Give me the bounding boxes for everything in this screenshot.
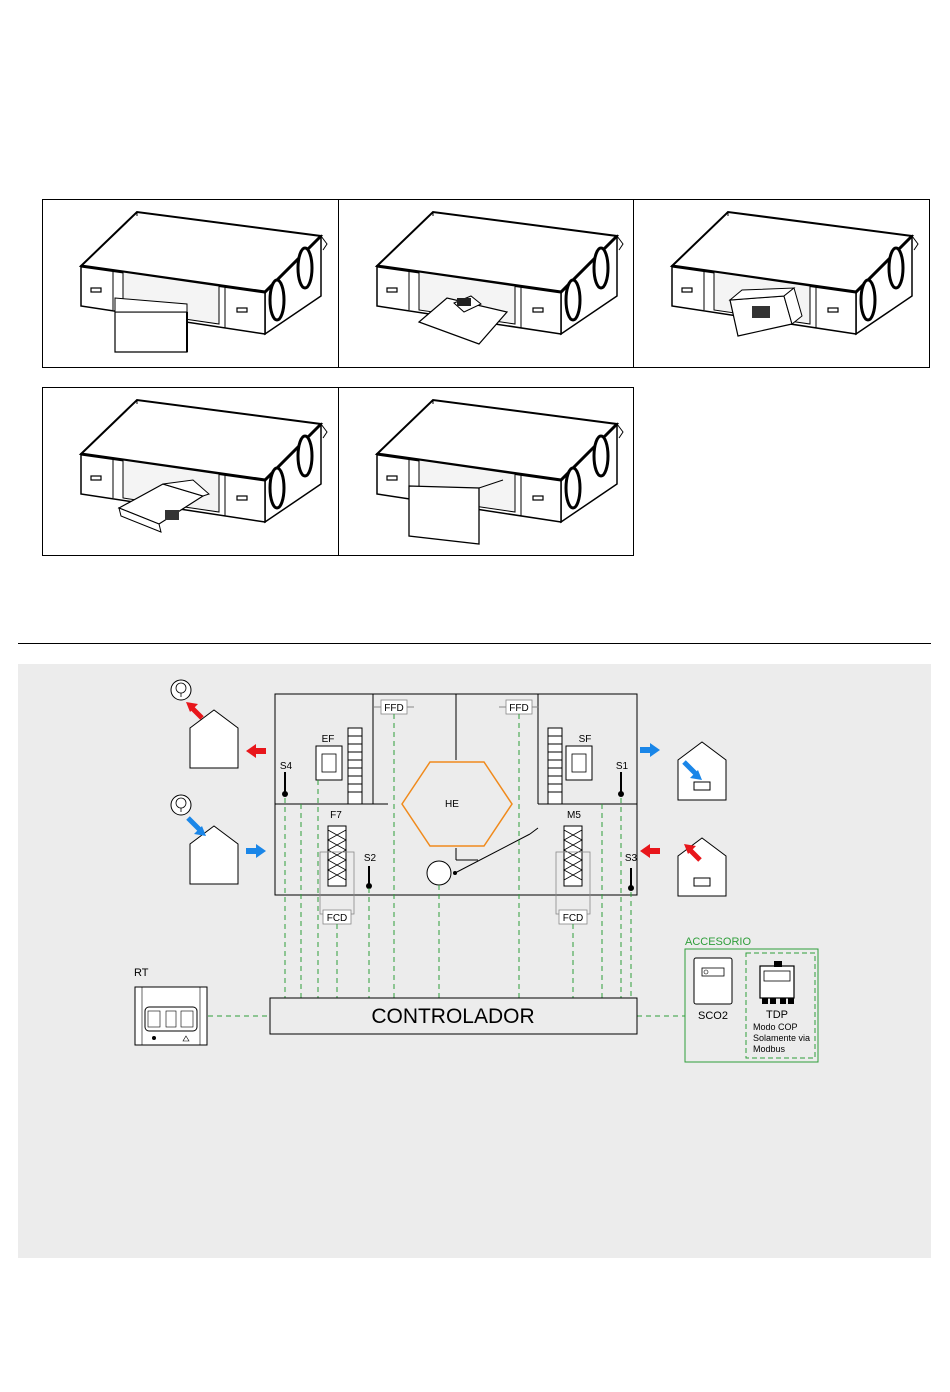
unit-drawing-door-closed	[339, 388, 634, 556]
open-door	[115, 298, 187, 352]
unit-drawing-unit-tilted	[634, 200, 930, 368]
tdp-note-line-2: Solamente via	[753, 1033, 810, 1043]
unit-drawing-unit-lowered	[339, 200, 634, 368]
section-divider	[18, 643, 931, 644]
exhaust-arrow-diagonal	[186, 702, 202, 718]
unit-drawing-unit-down	[43, 388, 339, 556]
sco2-sensor	[694, 958, 732, 1004]
sf-label: SF	[579, 734, 592, 745]
bypass-damper	[427, 861, 451, 885]
tdp-note-line-3: Modbus	[753, 1044, 786, 1054]
sco2-label: SCO2	[698, 1010, 728, 1022]
fcd-left-label: FCD	[327, 913, 348, 924]
tdp-module	[760, 961, 794, 1004]
ventilation-schematic: HE EF	[18, 664, 931, 1258]
tree-icon	[171, 680, 191, 700]
step-panel-1	[42, 199, 339, 368]
s3-label: S3	[625, 853, 638, 864]
ffd-left-label: FFD	[384, 703, 403, 714]
step-panel-2	[338, 199, 634, 368]
power-icon	[152, 1036, 156, 1040]
controller-label: CONTROLADOR	[371, 1005, 534, 1028]
ef-label: EF	[322, 734, 335, 745]
step-panel-4	[42, 387, 339, 556]
tdp-label: TDP	[766, 1009, 788, 1021]
intake-arrow	[246, 844, 266, 858]
s1-label: S1	[616, 761, 629, 772]
house-supply-room	[678, 742, 726, 800]
room-terminal	[135, 987, 207, 1045]
tdp-note-line-1: Modo COP	[753, 1022, 798, 1032]
rt-label: RT	[134, 967, 149, 979]
he-label: HE	[445, 799, 459, 810]
s2-label: S2	[364, 853, 377, 864]
extract-arrow	[640, 844, 660, 858]
exhaust-arrow	[246, 744, 266, 758]
intake-arrow-diagonal	[188, 818, 206, 836]
fcd-right-label: FCD	[563, 913, 584, 924]
f7-label: F7	[330, 810, 342, 821]
step-panel-3	[633, 199, 930, 368]
house-intake-outdoor	[190, 826, 238, 884]
supply-arrow	[640, 743, 660, 757]
tilted-module	[730, 288, 802, 336]
tree-icon	[171, 795, 191, 815]
schematic-svg: HE EF	[18, 664, 931, 1258]
house-exhaust-outdoor	[190, 710, 238, 768]
m5-label: M5	[567, 810, 581, 821]
step-panel-5	[338, 387, 634, 556]
unit-drawing-door-open	[43, 200, 339, 368]
s4-label: S4	[280, 761, 293, 772]
ffd-right-label: FFD	[509, 703, 528, 714]
accessory-label: ACCESORIO	[685, 936, 751, 948]
